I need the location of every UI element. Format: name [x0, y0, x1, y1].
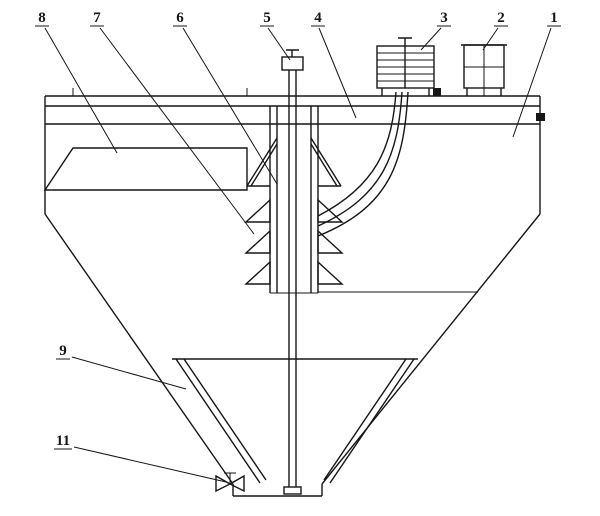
feed-pipe-curves [317, 91, 409, 237]
callout-label-7: 7 [93, 10, 101, 26]
callout-label-9: 9 [59, 343, 67, 359]
drain-valve [215, 472, 245, 493]
shaft-top-coupling [281, 56, 304, 71]
column-flare [246, 137, 342, 187]
vessel-outline [44, 88, 545, 497]
callout-label-4: 4 [314, 10, 322, 26]
shaft-bottom-foot [283, 486, 302, 495]
leader-1 [512, 27, 552, 138]
deck-fitting-block [433, 88, 441, 96]
inner-cone [172, 358, 418, 484]
callout-label-5: 5 [263, 10, 271, 26]
callout-label-3: 3 [440, 10, 448, 26]
leader-9 [71, 356, 187, 390]
callout-label-1: 1 [550, 10, 558, 26]
drive-shaft-stub [398, 37, 412, 88]
callout-label-8: 8 [38, 10, 46, 26]
feedwell-column [246, 106, 342, 294]
column-walls [269, 106, 319, 293]
leader-7 [99, 27, 255, 235]
leader-8 [44, 27, 118, 154]
leader-3 [420, 27, 442, 51]
deflector-cones [244, 198, 344, 285]
shaft-lines [286, 49, 299, 487]
callout-leaders [44, 27, 552, 483]
screen-hatch-area [43, 147, 248, 191]
drive-legs [381, 88, 430, 96]
dosing-tank-cross [464, 45, 504, 96]
callout-label-2: 2 [497, 10, 505, 26]
vessel-shell-lines [44, 95, 541, 497]
callout-label-11: 11 [56, 433, 70, 449]
drain-valve-body [215, 474, 245, 493]
drive-unit [376, 37, 435, 96]
screen-plate [43, 147, 248, 191]
inner-cone-walls [172, 358, 418, 484]
feed-pipe [317, 91, 409, 237]
deck-bolt-ticks [72, 88, 248, 96]
wall-fitting-block [536, 113, 545, 121]
leader-5 [267, 27, 291, 61]
leader-6 [182, 27, 278, 185]
dosing-tank-legs [466, 88, 502, 96]
callout-labels: 8 7 6 5 4 3 2 1 9 11 [35, 10, 561, 450]
drain-valve-stem [224, 472, 236, 484]
deflector-cone-fins [244, 198, 344, 285]
leader-4 [318, 27, 357, 119]
leader-11 [73, 446, 227, 483]
leader-2 [482, 27, 499, 51]
agitator-shaft [281, 49, 304, 495]
callout-label-6: 6 [176, 10, 184, 26]
dosing-tank [461, 44, 507, 96]
